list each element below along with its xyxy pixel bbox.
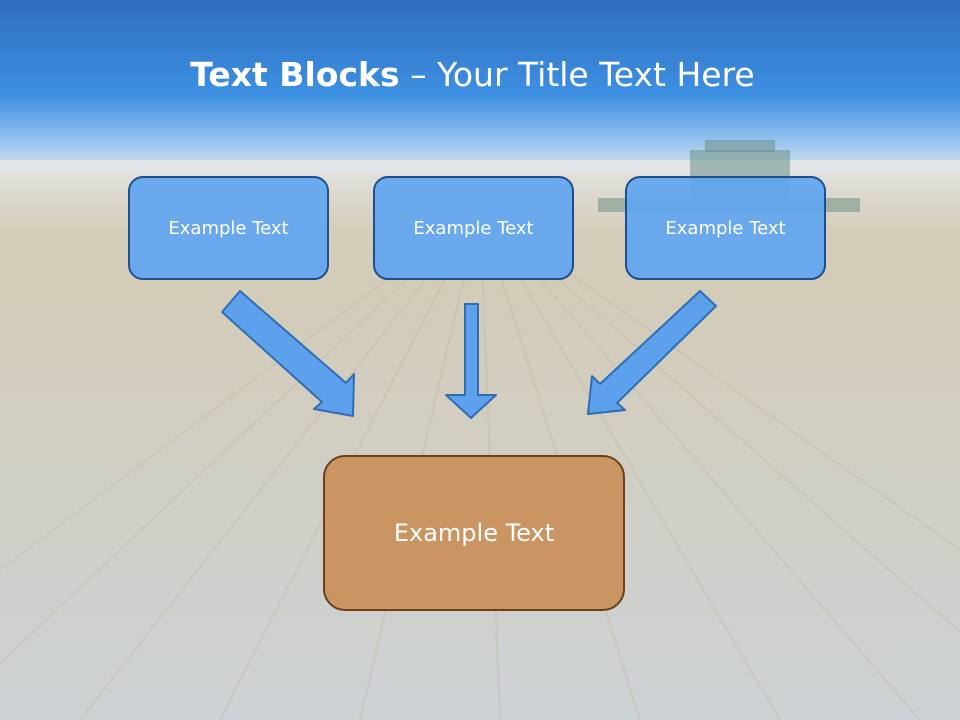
arrow-left-down-icon bbox=[221, 290, 355, 417]
text-block-left[interactable]: Example Text bbox=[128, 176, 329, 280]
title-dash: – bbox=[399, 55, 438, 94]
title-rest: Your Title Text Here bbox=[437, 55, 755, 94]
text-block-right[interactable]: Example Text bbox=[625, 176, 826, 280]
result-text-block[interactable]: Example Text bbox=[323, 455, 625, 611]
arrow-down-icon bbox=[445, 303, 497, 419]
crop-rows bbox=[0, 209, 960, 720]
arrow-right-down-icon bbox=[587, 290, 717, 415]
title-bold-part: Text Blocks bbox=[190, 55, 400, 94]
slide-title: Text Blocks – Your Title Text Here bbox=[0, 52, 945, 98]
text-block-center[interactable]: Example Text bbox=[373, 176, 574, 280]
